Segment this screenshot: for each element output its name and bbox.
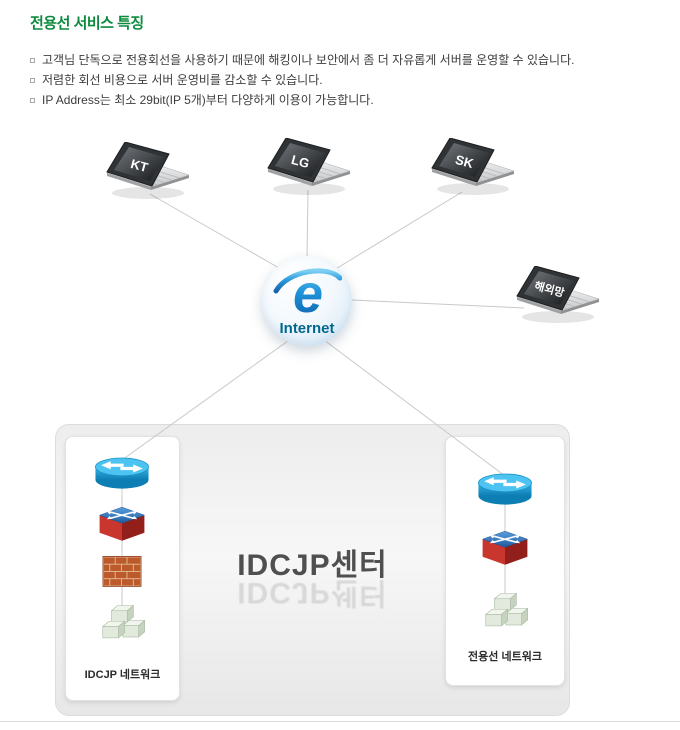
laptop-label: SK — [454, 152, 476, 171]
laptop-label: LG — [290, 152, 311, 171]
page-title: 전용선 서비스 특징 — [30, 15, 144, 32]
server-icon — [482, 590, 529, 637]
laptop-icon: LG — [267, 137, 351, 195]
router-icon — [476, 470, 534, 512]
feature-item: 저렴한 회선 비용으로 서버 운영비를 감소할 수 있습니다. — [30, 70, 574, 90]
server-icon — [99, 602, 146, 649]
laptop-node-lg: LG — [256, 137, 360, 215]
right-network-label: 전용선 네트워크 — [468, 651, 542, 663]
laptop-icon: 해외망 — [516, 265, 600, 323]
laptop-icon: SK — [431, 137, 515, 195]
switch-icon — [479, 528, 531, 573]
datacenter-title: IDCJP센터 — [237, 549, 388, 582]
feature-item: IP Address는 최소 29bit(IP 5개)부터 다양하게 이용이 가… — [30, 90, 574, 110]
switch-icon — [96, 504, 148, 549]
laptop-node-kt: KT — [95, 141, 199, 219]
bullet-square-icon — [30, 77, 35, 83]
feature-text: 고객님 단독으로 전용회선을 사용하기 때문에 해킹이나 보안에서 좀 더 자유… — [42, 53, 575, 67]
feature-text: IP Address는 최소 29bit(IP 5개)부터 다양하게 이용이 가… — [42, 93, 374, 107]
bullet-square-icon — [30, 97, 35, 103]
laptop-node-sk: SK — [420, 137, 524, 215]
feature-list: 고객님 단독으로 전용회선을 사용하기 때문에 해킹이나 보안에서 좀 더 자유… — [30, 50, 574, 110]
internet-label: Internet — [279, 320, 335, 337]
feature-item: 고객님 단독으로 전용회선을 사용하기 때문에 해킹이나 보안에서 좀 더 자유… — [30, 50, 574, 70]
router-icon — [93, 454, 151, 496]
left-network-label: IDCJP 네트워크 — [84, 669, 161, 681]
bullet-square-icon — [30, 57, 35, 63]
feature-text: 저렴한 회선 비용으로 서버 운영비를 감소할 수 있습니다. — [42, 73, 323, 87]
laptop-label: KT — [129, 156, 150, 175]
ie-logo-icon: e — [273, 264, 342, 322]
bottom-divider — [0, 721, 680, 722]
firewall-icon — [100, 552, 144, 595]
internet-globe: e — [262, 256, 352, 346]
laptop-node-overseas: 해외망 — [505, 265, 609, 343]
laptop-icon: KT — [106, 141, 190, 199]
